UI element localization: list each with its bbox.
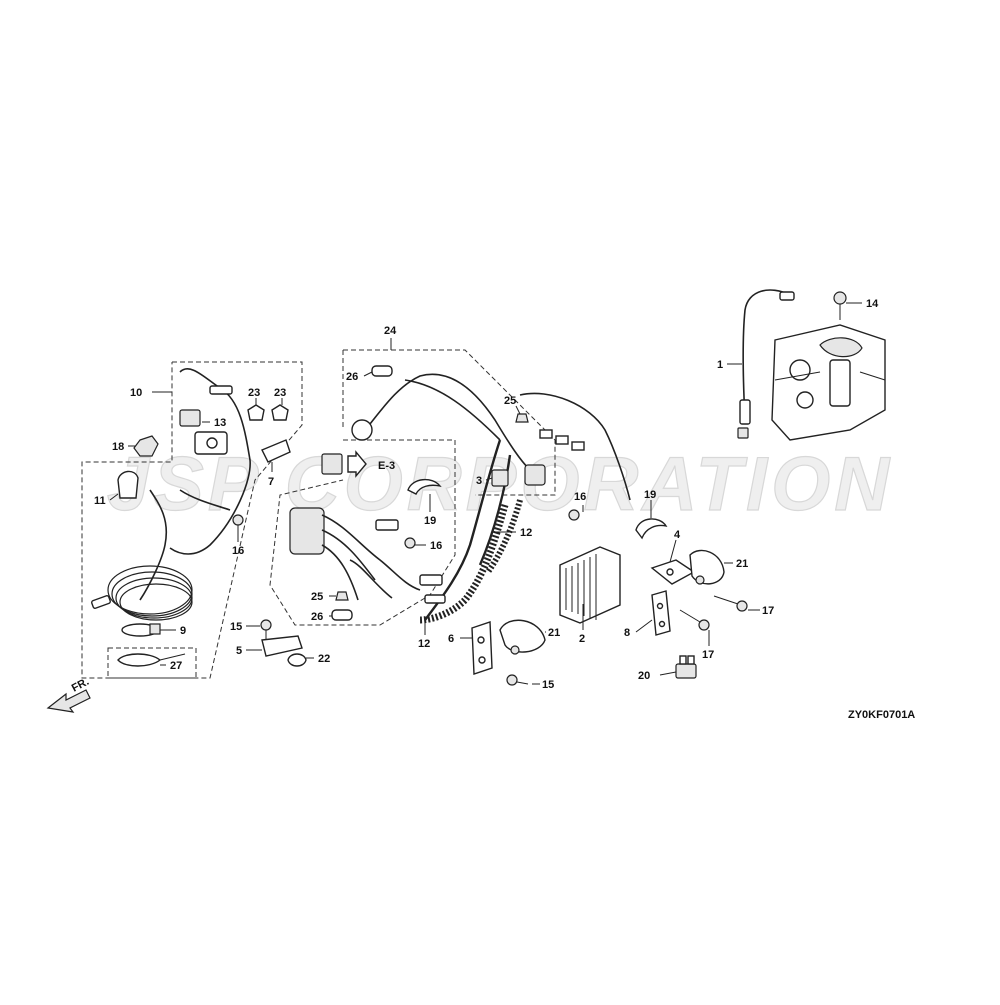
callout-21-a: 21 — [548, 627, 560, 639]
callout-26-b: 26 — [311, 611, 323, 623]
part-21-band-center[interactable] — [499, 619, 546, 655]
part-12-corrugated-tube[interactable] — [419, 499, 523, 624]
part-8-bracket[interactable] — [651, 590, 671, 636]
part-14-bolt[interactable] — [833, 291, 847, 320]
group-24-boundary — [269, 349, 556, 626]
part-27-strap[interactable] — [117, 653, 186, 667]
callout-22: 22 — [318, 653, 330, 665]
callout-20: 20 — [638, 670, 650, 682]
callout-19-b: 19 — [644, 489, 656, 501]
part-19-band-center[interactable] — [407, 479, 442, 495]
part-5-bracket[interactable] — [261, 635, 303, 657]
part-11-terminal-cover[interactable] — [117, 470, 139, 499]
part-10-harness[interactable] — [139, 368, 251, 601]
callout-7: 7 — [268, 476, 274, 488]
part-1-cable[interactable] — [737, 289, 795, 439]
callout-17-a: 17 — [762, 605, 774, 617]
part-26-sleeve-top[interactable] — [371, 365, 393, 377]
callout-1: 1 — [717, 359, 723, 371]
engine-block — [771, 324, 886, 441]
part-26-sleeve-lower[interactable] — [331, 609, 353, 621]
callout-10: 10 — [130, 387, 142, 399]
part-16-bolt-right[interactable] — [568, 509, 580, 521]
callout-27: 27 — [170, 660, 182, 672]
group-10-boundary — [81, 361, 303, 679]
part-24-main-harness[interactable] — [351, 373, 631, 621]
callout-3: 3 — [476, 475, 482, 487]
battery-cable-coil[interactable] — [91, 565, 193, 621]
part-15-bolt-b[interactable] — [506, 674, 529, 686]
front-marker-label: FR. — [70, 676, 91, 695]
part-23-clips[interactable] — [247, 404, 289, 421]
part-17-bolt-b[interactable] — [679, 609, 710, 631]
callout-8: 8 — [624, 627, 630, 639]
callout-labels: 10 13 23 23 7 18 11 16 9 27 15 5 22 24 2… — [94, 298, 879, 691]
callout-5: 5 — [236, 645, 242, 657]
callout-19-a: 19 — [424, 515, 436, 527]
callout-23-b: 23 — [274, 387, 286, 399]
callout-12-b: 12 — [520, 527, 532, 539]
part-2-regulator[interactable] — [559, 546, 621, 624]
callout-21-b: 21 — [736, 558, 748, 570]
callout-4: 4 — [674, 529, 681, 541]
part-16-bolt-left[interactable] — [232, 514, 244, 534]
part-18-nut[interactable] — [133, 435, 159, 457]
callout-6: 6 — [448, 633, 454, 645]
diagram-code: ZY0KF0701A — [848, 709, 915, 721]
callout-16-b: 16 — [430, 540, 442, 552]
part-22-clip[interactable] — [287, 653, 307, 667]
callout-lead-lines — [109, 302, 862, 685]
part-21-band-right[interactable] — [689, 549, 725, 585]
callout-23-a: 23 — [248, 387, 260, 399]
callout-17-b: 17 — [702, 649, 714, 661]
callout-25-b: 25 — [311, 591, 323, 603]
callout-2: 2 — [579, 633, 585, 645]
callout-24: 24 — [384, 325, 397, 337]
part-13-connector[interactable] — [179, 409, 228, 455]
callout-15-a: 15 — [230, 621, 242, 633]
callout-13: 13 — [214, 417, 226, 429]
part-4-bracket[interactable] — [650, 559, 696, 585]
part-25-cap-lower[interactable] — [335, 591, 349, 601]
callout-12-a: 12 — [418, 638, 430, 650]
part-15-bolt-a[interactable] — [260, 619, 272, 640]
part-3-connector[interactable] — [491, 469, 509, 487]
callout-25-a: 25 — [504, 395, 516, 407]
part-16-bolt-center[interactable] — [404, 537, 416, 549]
callout-11: 11 — [94, 495, 106, 507]
front-direction-marker: FR. — [46, 676, 91, 713]
part-20-connector[interactable] — [675, 655, 697, 679]
callout-9: 9 — [180, 625, 186, 637]
callout-14: 14 — [866, 298, 879, 310]
part-25-cap-top[interactable] — [515, 413, 529, 423]
part-7-clamp[interactable] — [261, 439, 291, 463]
part-9-band[interactable] — [121, 623, 161, 637]
section-ref-label: E-3 — [378, 460, 395, 472]
e3-reference: E-3 — [321, 450, 395, 478]
callout-16-c: 16 — [574, 491, 586, 503]
callout-15-b: 15 — [542, 679, 554, 691]
connector-bundle[interactable] — [289, 507, 446, 604]
part-6-bracket[interactable] — [471, 621, 493, 675]
callout-16-a: 16 — [232, 545, 244, 557]
callout-18: 18 — [112, 441, 124, 453]
callout-26-a: 26 — [346, 371, 358, 383]
part-19-band-right[interactable] — [635, 518, 668, 540]
part-17-bolt-a[interactable] — [713, 595, 748, 612]
